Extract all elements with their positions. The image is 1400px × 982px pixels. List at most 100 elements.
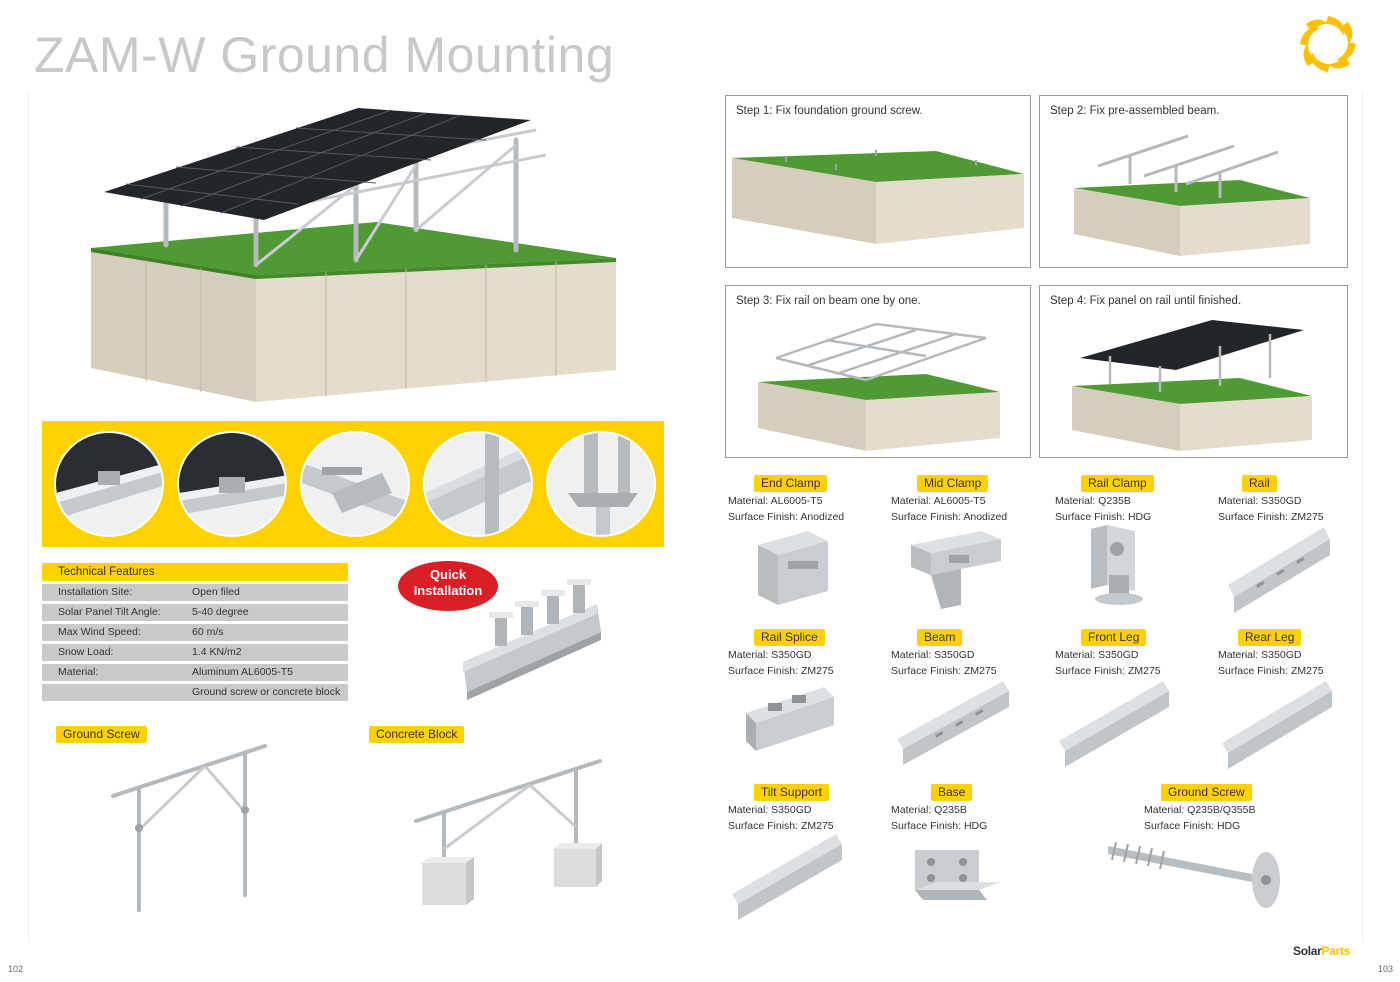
feature-value: Aluminum AL6005-T5 (192, 666, 293, 678)
technical-features-title: Technical Features (42, 563, 348, 581)
step-2-illustration (1074, 134, 1310, 256)
feature-label: Solar Panel Tilt Angle: (58, 606, 161, 618)
component-material: Material: S350GD (891, 649, 975, 661)
rail-clamp-illustration (1091, 525, 1143, 605)
concrete-block-frame-illustration (414, 759, 602, 905)
component-material: Material: S350GD (728, 649, 812, 661)
component-finish: Surface Finish: Anodized (891, 511, 1008, 523)
end-clamp-illustration (758, 531, 828, 605)
component-finish: Surface Finish: ZM275 (728, 665, 834, 677)
component-base: Base Material: Q235B Surface Finish: HDG (891, 784, 1054, 934)
feature-label: Max Wind Speed: (58, 626, 141, 638)
concrete-block-variant-label: Concrete Block (369, 726, 465, 743)
quick-installation-rail-illustration (463, 579, 601, 700)
step-4-panel: Step 4: Fix panel on rail until finished… (1039, 285, 1348, 458)
component-name: End Clamp (754, 475, 828, 492)
component-finish: Surface Finish: ZM275 (728, 820, 834, 832)
feature-label: Installation Site: (58, 586, 133, 598)
component-end-clamp: End Clamp Material: AL6005-T5 Surface Fi… (728, 475, 891, 625)
mid-clamp-illustration (911, 531, 1001, 609)
feature-row: Max Wind Speed: 60 m/s (42, 624, 348, 641)
beam-illustration (897, 681, 1009, 765)
brand-part2: Parts (1321, 944, 1351, 958)
feature-label (42, 684, 192, 701)
step-4-text: Step 4: Fix panel on rail until finished… (1050, 295, 1242, 307)
feature-label: Material: (58, 666, 99, 678)
step-3-text: Step 3: Fix rail on beam one by one. (736, 295, 921, 307)
component-name: Tilt Support (754, 784, 829, 801)
rear-leg-illustration (1222, 681, 1332, 769)
component-material: Material: S350GD (1218, 649, 1302, 661)
component-finish: Surface Finish: HDG (891, 820, 988, 832)
feature-value: 60 m/s (192, 626, 224, 638)
rail-illustration (1228, 527, 1330, 613)
step-3-illustration (758, 322, 1000, 451)
ground-screw-frame-illustration (111, 744, 267, 912)
component-finish: Surface Finish: ZM275 (1055, 665, 1161, 677)
rail-splice-illustration (746, 687, 834, 751)
component-rear-leg: Rear Leg Material: S350GD Surface Finish… (1218, 629, 1381, 779)
step-1-illustration (732, 150, 1024, 244)
component-material: Material: AL6005-T5 (728, 495, 823, 507)
technical-features-table: Technical Features Installation Site: Op… (42, 563, 348, 704)
component-material: Material: Q235B (891, 804, 967, 816)
hero-ground-mount-illustration (91, 108, 616, 402)
quick-installation-line2: Installation (413, 583, 483, 598)
component-material: Material: S350GD (1218, 495, 1302, 507)
front-leg-illustration (1059, 681, 1169, 767)
detail-base-screw (546, 431, 656, 537)
brand-part1: Solar (1293, 944, 1322, 958)
detail-rail-clamp (300, 431, 410, 537)
component-name: Rail (1242, 475, 1277, 492)
tilt-support-illustration (732, 834, 842, 920)
detail-mid-clamp (177, 431, 287, 537)
sun-swirl-logo-icon (1300, 16, 1356, 72)
step-1-text: Step 1: Fix foundation ground screw. (736, 105, 923, 117)
page-title: ZAM-W Ground Mounting (34, 27, 615, 83)
quick-installation-badge: Quick Installation (398, 561, 498, 611)
detail-rail-splice (423, 431, 533, 537)
ground-screw-variant-label: Ground Screw (56, 726, 147, 743)
feature-row: Solar Panel Tilt Angle: 5-40 degree (42, 604, 348, 621)
component-name: Rail Clamp (1081, 475, 1154, 492)
component-name: Front Leg (1081, 629, 1147, 646)
component-finish: Surface Finish: ZM275 (891, 665, 997, 677)
component-name: Rear Leg (1238, 629, 1302, 646)
quick-installation-line1: Quick (429, 567, 467, 582)
component-rail: Rail Material: S350GD Surface Finish: ZM… (1218, 475, 1381, 625)
component-mid-clamp: Mid Clamp Material: AL6005-T5 Surface Fi… (891, 475, 1054, 625)
feature-row: Snow Load: 1.4 KN/m2 (42, 644, 348, 661)
step-2-text: Step 2: Fix pre-assembled beam. (1050, 105, 1220, 117)
page-edge-left (28, 92, 29, 942)
feature-row: Ground screw or concrete block (42, 684, 348, 701)
feature-row: Installation Site: Open filed (42, 584, 348, 601)
step-4-illustration (1072, 320, 1312, 451)
step-3-panel: Step 3: Fix rail on beam one by one. (725, 285, 1031, 458)
component-material: Material: AL6005-T5 (891, 495, 986, 507)
component-finish: Surface Finish: Anodized (728, 511, 845, 523)
feature-value: Open filed (192, 586, 240, 598)
component-name: Beam (917, 629, 963, 646)
base-plate-illustration (915, 850, 1001, 900)
detail-photos-band (42, 421, 664, 547)
component-beam: Beam Material: S350GD Surface Finish: ZM… (891, 629, 1054, 779)
step-2-panel: Step 2: Fix pre-assembled beam. (1039, 95, 1348, 268)
page-number-right: 103 (1378, 964, 1394, 974)
feature-label: Snow Load: (58, 646, 114, 658)
page-number-left: 102 (8, 964, 24, 974)
component-finish: Surface Finish: ZM275 (1218, 665, 1324, 677)
feature-value: 1.4 KN/m2 (192, 646, 242, 658)
component-finish: Surface Finish: ZM275 (1218, 511, 1324, 523)
component-material: Material: S350GD (1055, 649, 1139, 661)
solarparts-brand-logo: SolarParts (1293, 944, 1350, 958)
step-1-panel: Step 1: Fix foundation ground screw. (725, 95, 1031, 268)
page-edge-right (1362, 92, 1363, 942)
component-rail-clamp: Rail Clamp Material: Q235B Surface Finis… (1055, 475, 1218, 625)
component-finish: Surface Finish: HDG (1055, 511, 1152, 523)
component-name: Mid Clamp (917, 475, 989, 492)
feature-value: Ground screw or concrete block (192, 686, 341, 698)
component-rail-splice: Rail Splice Material: S350GD Surface Fin… (728, 629, 891, 779)
feature-row: Material: Aluminum AL6005-T5 (42, 664, 348, 681)
feature-value: 5-40 degree (192, 606, 249, 618)
component-finish: Surface Finish: HDG (1144, 820, 1241, 832)
